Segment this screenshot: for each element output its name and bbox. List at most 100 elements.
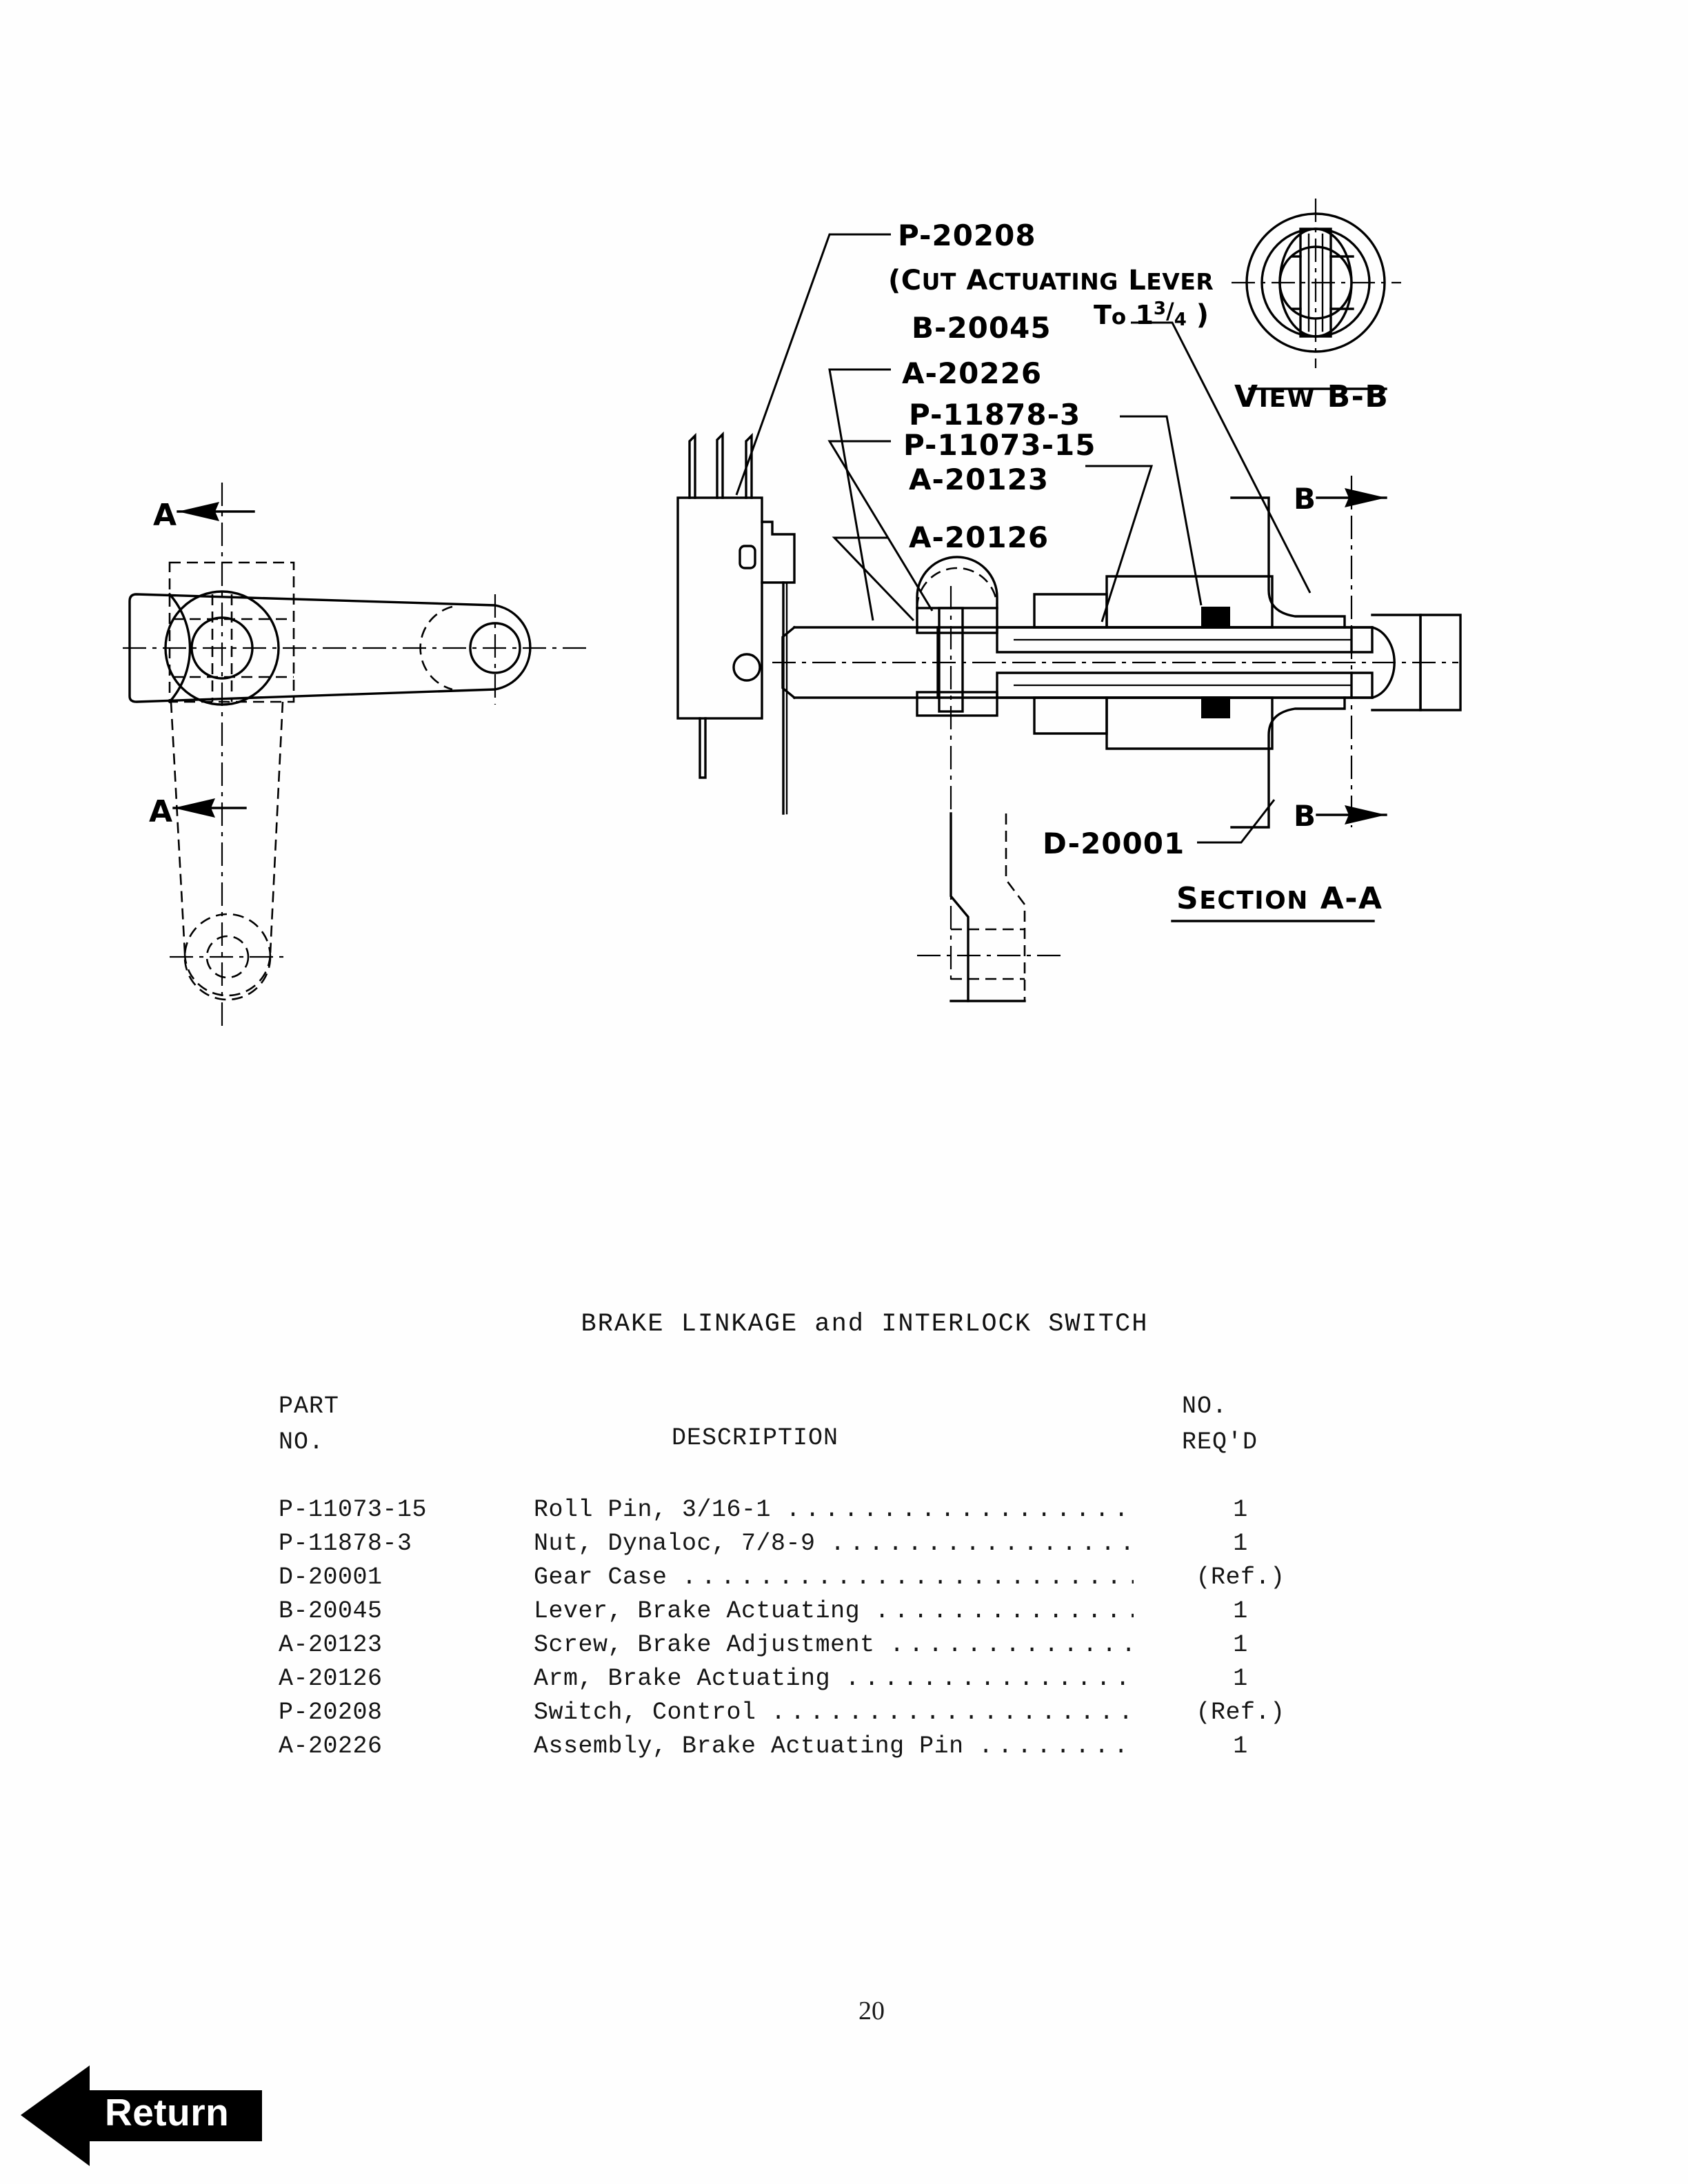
cell-part-no: P-11878-3 <box>279 1530 412 1557</box>
table-row: A-20226 Assembly, Brake Actuating Pin ...… <box>258 1732 1430 1766</box>
cell-qty-required: 1 <box>1233 1732 1248 1760</box>
plate-title: BRAKE LINKAGE and INTERLOCK SWITCH <box>581 1310 1149 1339</box>
callout-p-20208: P-20208 <box>898 219 1036 252</box>
table-row: P-20208 Switch, Control .................… <box>258 1699 1430 1732</box>
table-row: B-20045 Lever, Brake Actuating ..........… <box>258 1597 1430 1631</box>
cell-description: Roll Pin, 3/16-1 .......................… <box>534 1496 1134 1524</box>
lower-linkage-rod <box>917 812 1062 1002</box>
cell-part-no: B-20045 <box>279 1597 383 1625</box>
section-mark-a-bottom <box>172 798 247 818</box>
callout-b-20045: B-20045 <box>912 311 1052 345</box>
dot-leader: ........................ <box>785 1496 1134 1524</box>
cell-qty-required: 1 <box>1233 1665 1248 1692</box>
description-text: Assembly, Brake Actuating Pin <box>534 1732 964 1760</box>
dot-leader: ............... <box>890 1631 1134 1659</box>
table-row: D-20001 Gear Case .......................… <box>258 1564 1430 1597</box>
header-qty-line1: NO. <box>1182 1393 1228 1420</box>
callout-d-20001: D-20001 <box>1043 827 1185 860</box>
section-aa-label-group: SECTION A-A <box>1171 881 1383 922</box>
callout-cut-note-2: To 13/4 ) <box>1094 298 1209 331</box>
return-button-label: Return <box>105 2091 230 2134</box>
cell-qty-required: 1 <box>1233 1530 1248 1557</box>
cell-description: Switch, Control ....................... <box>534 1699 1134 1726</box>
table-row: A-20126 Arm, Brake Actuating ............… <box>258 1665 1430 1699</box>
dot-leader: .................. <box>845 1665 1134 1692</box>
section-mark-b-bottom <box>1316 805 1387 825</box>
header-description: DESCRIPTION <box>672 1424 839 1452</box>
callout-labels: P-20208 (CUT ACTUATING LEVER To 13/4 ) B… <box>888 219 1214 860</box>
brake-actuating-shaft <box>772 625 1458 700</box>
cell-qty-required: 1 <box>1233 1631 1248 1659</box>
section-mark-b-bottom-label: B <box>1294 799 1316 833</box>
technical-drawing: .ln { fill:none; stroke:#000; stroke-wid… <box>0 0 1688 1075</box>
cell-part-no: P-20208 <box>279 1699 383 1726</box>
section-mark-a-bottom-label: A <box>149 794 172 829</box>
dot-leader: ....................... <box>771 1699 1134 1726</box>
callout-p-11073-15: P-11073-15 <box>903 428 1096 462</box>
control-switch-body <box>676 431 796 779</box>
cell-part-no: A-20126 <box>279 1665 383 1692</box>
description-text: Roll Pin, 3/16-1 <box>534 1496 772 1524</box>
cell-part-no: P-11073-15 <box>279 1496 428 1524</box>
dynaloc-nut-lower <box>1201 696 1230 718</box>
dynaloc-nut-upper <box>1201 607 1230 629</box>
description-text: Gear Case <box>534 1564 667 1591</box>
callout-a-20226: A-20226 <box>902 356 1042 390</box>
callout-cut-note-1: (CUT ACTUATING LEVER <box>888 265 1214 296</box>
cell-description: Assembly, Brake Actuating Pin ......... <box>534 1732 1134 1760</box>
description-text: Nut, Dynaloc, 7/8-9 <box>534 1530 816 1557</box>
header-qty-line2: REQ'D <box>1182 1428 1258 1456</box>
callout-a-20126: A-20126 <box>909 520 1049 554</box>
cell-description: Screw, Brake Adjustment ............... <box>534 1631 1134 1659</box>
dot-leader: ................ <box>874 1597 1134 1625</box>
table-row: A-20123 Screw, Brake Adjustment .........… <box>258 1631 1430 1665</box>
dot-leader: ..................... <box>830 1530 1134 1557</box>
callout-leader-lines <box>735 233 1312 844</box>
parts-table-body: P-11073-15 Roll Pin, 3/16-1 .............… <box>258 1496 1430 1766</box>
view-bb-label: VIEW B-B <box>1234 379 1389 414</box>
header-part-line1: PART <box>279 1393 340 1420</box>
sleeve-bushing-left <box>1033 593 1108 735</box>
section-aa-assembly <box>676 431 1462 1002</box>
parts-table-header: PART NO. DESCRIPTION NO. REQ'D <box>258 1388 1430 1464</box>
return-arrow-icon[interactable] <box>21 2060 276 2170</box>
table-row: P-11878-3 Nut, Dynaloc, 7/8-9 ...........… <box>258 1530 1430 1564</box>
table-row: P-11073-15 Roll Pin, 3/16-1 .............… <box>258 1496 1430 1530</box>
lever-plan-view <box>123 483 586 1027</box>
cell-description: Arm, Brake Actuating .................. <box>534 1665 1134 1692</box>
cell-qty-required: 1 <box>1233 1597 1248 1625</box>
cell-qty-required: (Ref.) <box>1196 1564 1285 1591</box>
description-text: Switch, Control <box>534 1699 756 1726</box>
parts-list-section: BRAKE LINKAGE and INTERLOCK SWITCH PART … <box>0 1310 1688 1766</box>
section-mark-b-top-label: B <box>1294 482 1316 516</box>
description-text: Arm, Brake Actuating <box>534 1665 831 1692</box>
cell-description: Gear Case .............................. <box>534 1564 1134 1591</box>
cell-qty-required: (Ref.) <box>1196 1699 1285 1726</box>
description-text: Lever, Brake Actuating <box>534 1597 861 1625</box>
cell-part-no: D-20001 <box>279 1564 383 1591</box>
dot-leader: ......... <box>978 1732 1134 1760</box>
threaded-sleeve <box>996 626 1374 699</box>
header-part-no: PART NO. <box>279 1388 339 1460</box>
header-part-line2: NO. <box>279 1428 325 1456</box>
return-button[interactable]: Return <box>21 2060 276 2170</box>
cell-qty-required: 1 <box>1233 1496 1248 1524</box>
parts-table: PART NO. DESCRIPTION NO. REQ'D P-11073-1… <box>258 1388 1430 1766</box>
description-text: Screw, Brake Adjustment <box>534 1631 875 1659</box>
header-qty: NO. REQ'D <box>1182 1388 1258 1460</box>
callout-a-20123: A-20123 <box>909 463 1049 496</box>
cell-part-no: A-20226 <box>279 1732 383 1760</box>
callout-p-11878-3: P-11878-3 <box>909 398 1081 432</box>
section-mark-a-top-label: A <box>153 498 177 533</box>
section-mark-a-top <box>177 502 255 521</box>
section-aa-label: SECTION A-A <box>1176 881 1383 916</box>
gear-case-wall <box>1230 496 1346 829</box>
page-number: 20 <box>858 1996 885 2025</box>
brake-actuating-arm <box>916 556 998 986</box>
cell-description: Lever, Brake Actuating ................ <box>534 1597 1134 1625</box>
cell-part-no: A-20123 <box>279 1631 383 1659</box>
section-mark-b-top <box>1316 476 1387 827</box>
dot-leader: .............................. <box>682 1564 1134 1591</box>
view-bb-detail <box>1232 199 1401 390</box>
